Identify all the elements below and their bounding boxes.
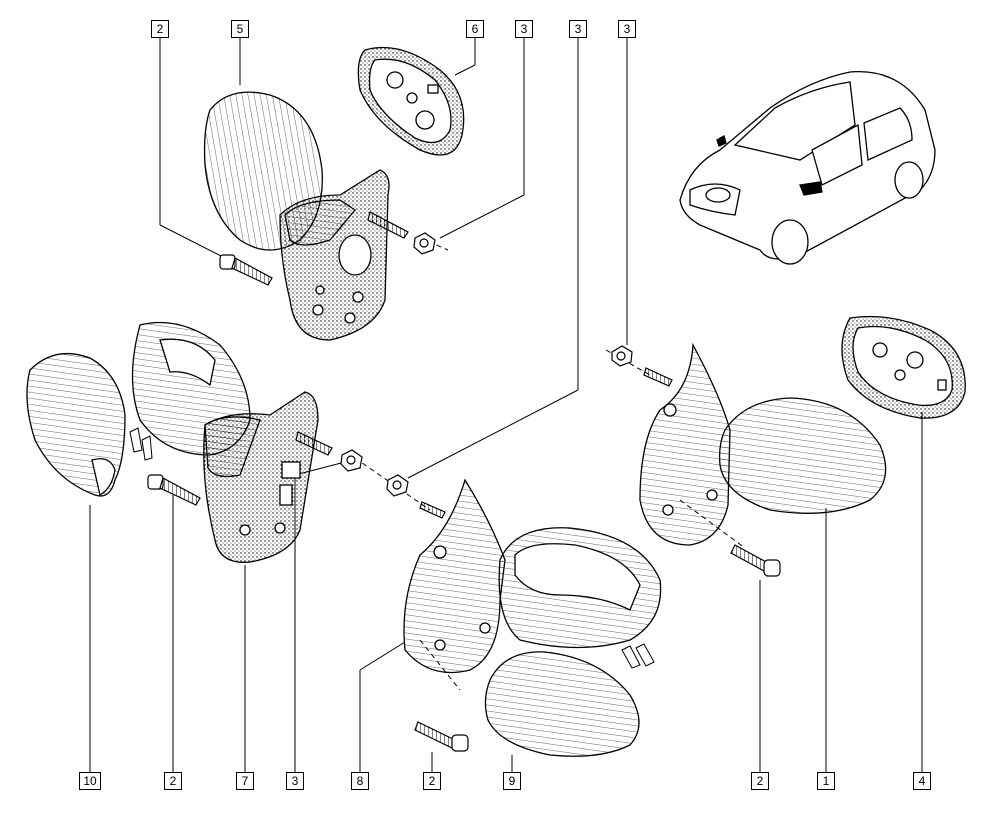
mirror-glass-right <box>841 315 966 419</box>
callout-3-top-c: 3 <box>618 20 636 38</box>
callout-3-top-a: 3 <box>515 20 533 38</box>
callout-8: 8 <box>351 772 369 790</box>
stud-centre <box>419 501 446 519</box>
mirror-cover-right <box>718 397 887 514</box>
callout-6: 6 <box>466 20 484 38</box>
car-illustration <box>679 71 936 265</box>
screw-centre <box>414 721 469 752</box>
callout-2-top: 2 <box>151 20 169 38</box>
stud-left <box>295 431 333 456</box>
callout-2-bottom-c: 2 <box>751 772 769 790</box>
clips-centre <box>621 643 655 669</box>
callout-7: 7 <box>236 772 254 790</box>
screw-top-left <box>219 254 273 286</box>
mirror-glass-top <box>357 46 465 156</box>
mirror-base-centre <box>403 478 506 674</box>
callout-3-bottom: 3 <box>286 772 304 790</box>
nut-top <box>413 232 436 255</box>
stud-top <box>367 211 409 239</box>
callout-5: 5 <box>231 20 249 38</box>
mirror-base-left <box>203 391 319 563</box>
mirror-base-top <box>279 169 390 341</box>
screw-left <box>147 474 201 506</box>
mirror-frame-centre <box>498 527 662 649</box>
mirror-cover-centre <box>484 651 640 757</box>
callout-2-bottom-b: 2 <box>423 772 441 790</box>
callout-10: 10 <box>79 772 101 790</box>
nut-right <box>611 345 633 367</box>
callout-9: 9 <box>503 772 521 790</box>
mirror-base-right <box>639 342 731 546</box>
callout-2-bottom-a: 2 <box>164 772 182 790</box>
callout-1: 1 <box>817 772 835 790</box>
mirror-cover-left <box>26 352 126 497</box>
nut-left <box>340 449 363 472</box>
nut-centre <box>386 474 409 497</box>
clips-left <box>129 427 153 461</box>
screw-right <box>730 544 781 577</box>
stud-right <box>643 367 673 387</box>
car-mirror-highlight <box>799 181 823 196</box>
callout-3-top-b: 3 <box>569 20 587 38</box>
callout-4: 4 <box>913 772 931 790</box>
